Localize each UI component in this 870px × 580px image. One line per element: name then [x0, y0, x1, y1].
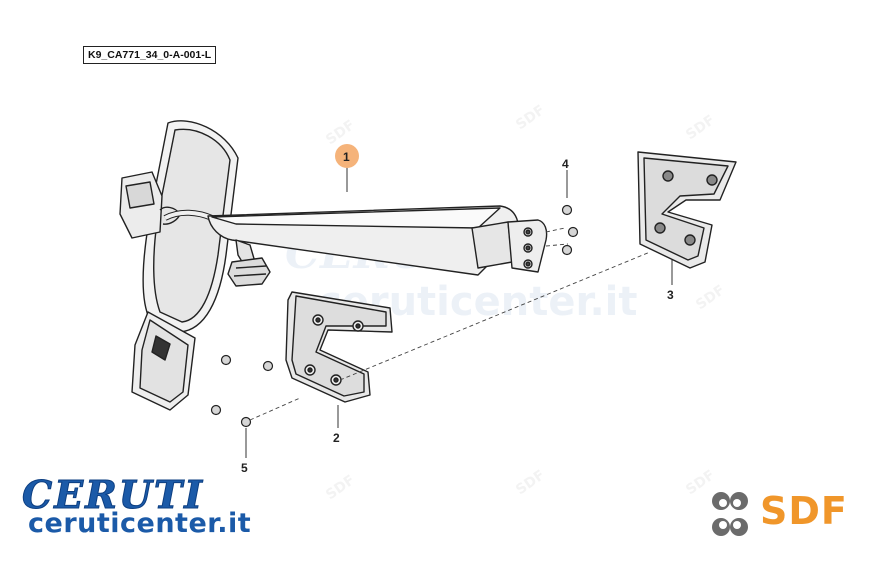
screws: [210, 204, 579, 428]
mirror-arm: [163, 205, 548, 287]
sdf-watermark: SDF: [693, 282, 728, 313]
sdf-watermark: SDF: [513, 467, 548, 498]
ceruti-url: ceruticenter.it: [28, 508, 252, 539]
drawing-code: K9_CA771_34_0-A-001-L: [83, 46, 217, 64]
bracket-part-2: [285, 291, 393, 403]
callout-2: 2: [333, 431, 340, 445]
callout-5: 5: [241, 461, 248, 475]
ceruti-logo: CERUTI: [22, 472, 204, 518]
bracket-part-3: [637, 151, 737, 269]
leader-lines: [245, 167, 673, 458]
sdf-watermark: SDF: [683, 112, 718, 143]
sdf-logo-text: SDF: [760, 489, 848, 533]
callout-1-highlight: [335, 144, 359, 168]
mirror-assembly: [119, 120, 239, 411]
callout-4: 4: [562, 157, 569, 171]
sdf-swirl-icon: [712, 492, 748, 536]
callout-1: 1: [343, 150, 350, 164]
sdf-watermark: SDF: [513, 102, 548, 133]
sdf-watermark: SDF: [323, 472, 358, 503]
sdf-watermark: SDF: [323, 117, 358, 148]
assembly-lines: [249, 227, 651, 421]
callout-3: 3: [667, 288, 674, 302]
